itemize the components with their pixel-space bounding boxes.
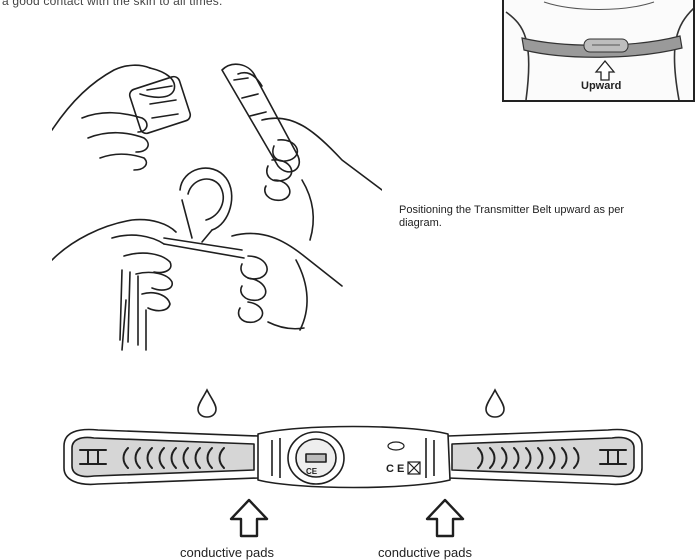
hands-wetting-belt-illustration <box>52 60 382 355</box>
arrow-up-right-icon <box>424 497 466 539</box>
top-instruction-text: a good contact with the skin to all time… <box>2 0 223 8</box>
conductive-pads-left-label: conductive pads <box>180 545 274 560</box>
water-drop-left-icon <box>196 388 218 418</box>
chest-belt-inset: Upward <box>502 0 695 102</box>
positioning-caption: Positioning the Transmitter Belt upward … <box>399 204 629 230</box>
water-drop-right-icon <box>484 388 506 418</box>
upward-label: Upward <box>581 80 621 92</box>
ce-mark-small-icon: CE <box>306 467 318 476</box>
ce-mark-icon: C E <box>386 463 404 475</box>
conductive-pads-right-label: conductive pads <box>378 545 472 560</box>
arrow-up-left-icon <box>228 497 270 539</box>
transmitter-belt-illustration: C E CE <box>58 418 648 498</box>
